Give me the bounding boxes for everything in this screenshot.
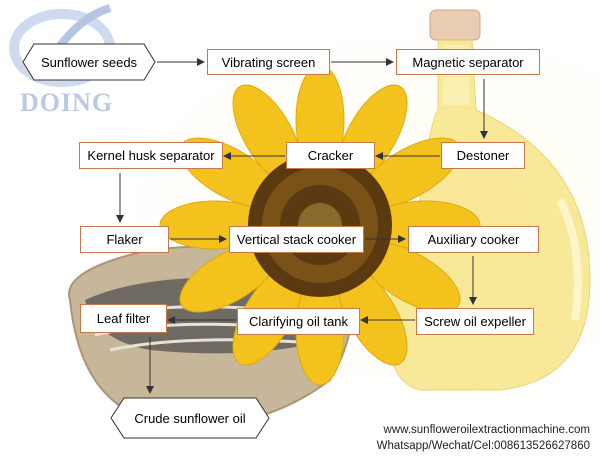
node-label: Crude sunflower oil [134,410,246,426]
hexagon-shape [22,43,156,81]
node-crude-sunflower-oil: Crude sunflower oil [110,397,270,439]
node-cracker: Cracker [286,142,375,169]
contact-website: www.sunfloweroilextractionmachine.com [383,424,590,436]
node-flaker: Flaker [80,226,169,253]
node-destoner: Destoner [441,142,525,169]
node-clarifying-oil-tank: Clarifying oil tank [237,308,360,335]
node-leaf-filter: Leaf filter [80,304,167,333]
node-auxiliary-cooker: Auxiliary cooker [408,226,539,253]
doing-logo-text: DOING [20,88,114,117]
node-magnetic-separator: Magnetic separator [396,49,540,75]
node-vertical-stack-cooker: Vertical stack cooker [229,226,364,253]
node-sunflower-seeds: Sunflower seeds [22,43,156,81]
node-screw-oil-expeller: Screw oil expeller [416,308,534,335]
contact-phone: Whatsapp/Wechat/Cel:008613526627860 [376,440,590,452]
node-kernel-husk-separator: Kernel husk separator [79,142,223,169]
node-label: Sunflower seeds [40,54,138,70]
node-vibrating-screen: Vibrating screen [207,49,330,75]
hexagon-shape [110,397,270,439]
